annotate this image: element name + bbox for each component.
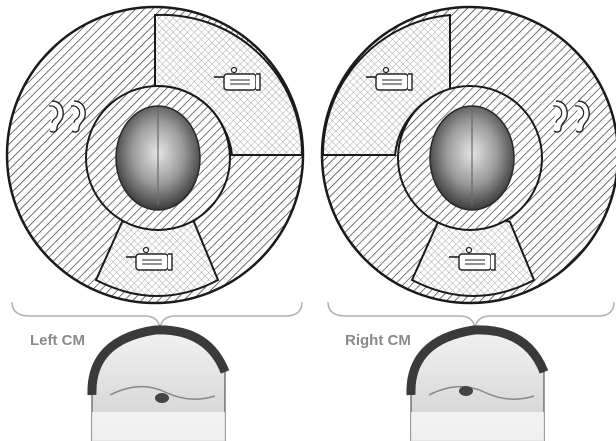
left-panel-caption: Left CM <box>30 332 85 349</box>
left-brace <box>12 302 302 328</box>
brain-sagittal-icon <box>411 330 544 441</box>
brain-sagittal-icon <box>92 330 225 441</box>
head-top-view-icon <box>430 106 514 210</box>
right-panel <box>322 7 616 303</box>
head-top-view-icon <box>116 106 200 210</box>
right-brace <box>328 302 614 328</box>
right-panel-caption: Right CM <box>345 332 411 349</box>
left-panel <box>7 7 303 303</box>
